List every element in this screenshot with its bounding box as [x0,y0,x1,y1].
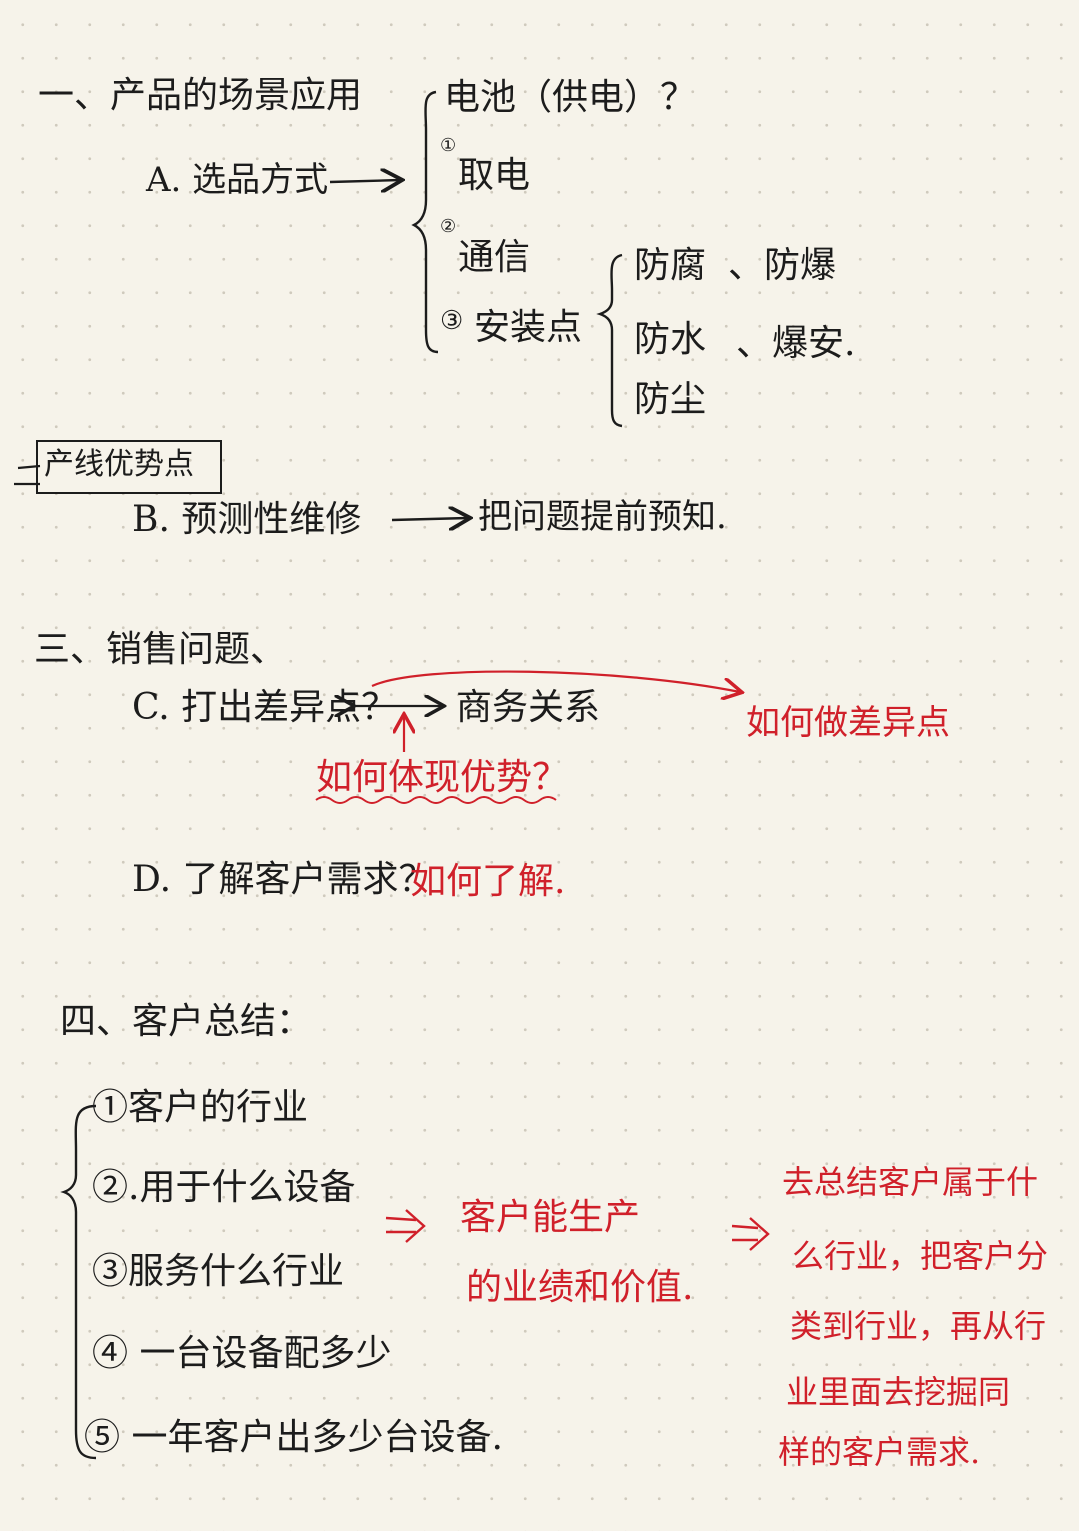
red-note-right-line4: 业里面去挖掘同 [786,1373,1011,1411]
red-double-arrow-2 [731,1217,770,1251]
summary-item-5: ⑤ 一年客户出多少台设备. [84,1417,503,1458]
sub-anticorrosion: 防腐 [634,245,707,286]
red-note-mid-line2: 的业绩和价值. [466,1267,694,1308]
num-marker-1: ① [440,135,457,156]
red-note-mid-line1: 客户能生产 [460,1197,641,1238]
brace-summary [60,1104,97,1460]
option-b-label: B. 预测性维修 [132,499,362,540]
summary-item-2: ②.用于什么设备 [92,1167,356,1208]
summary-item-4: ④ 一台设备配多少 [92,1333,392,1374]
section3-heading: 三、销售问题、 [34,629,287,670]
summary-item-1: ①客户的行业 [92,1087,309,1128]
sub-dustproof: 防尘 [634,379,707,420]
red-note-right-line3: 类到行业，再从行 [790,1307,1047,1345]
sub-safety: 、爆安. [736,323,856,364]
red-note-right-line1: 去总结客户属于什 [782,1163,1039,1201]
arrow-b [391,518,468,520]
red-note-differentiate: 如何做差异点 [746,703,950,743]
brace-options [411,90,439,354]
item-communication: 通信 [458,237,531,278]
option-c-label: C. 打出差异点？ [132,687,398,728]
section2-heading-box [36,440,222,494]
summary-item-3: ③服务什么行业 [92,1251,345,1292]
section1-heading: 一、产品的场景应用 [38,75,363,116]
red-double-arrow-1 [385,1209,426,1243]
red-note-how-understand: 如何了解. [410,861,566,902]
battery-item: 电池（供电）？ [444,77,697,118]
arrow-red-top [371,670,740,692]
item-install-point: 安装点 [474,307,583,348]
num-marker-2: ② [440,216,457,237]
item-power-draw: 取电 [458,155,531,196]
option-b-result: 把问题提前预知. [478,497,727,537]
wavy-underline [315,796,557,804]
arrow-a [329,180,400,182]
option-d-label: D. 了解客户需求？ [132,859,435,900]
red-note-right-line5: 样的客户需求. [778,1433,981,1471]
option-c-target: 商务关系 [456,687,601,728]
section2-heading: 产线优势点 [44,447,194,482]
sub-waterproof: 防水 [634,319,707,360]
section4-heading: 四、客户总结： [60,1001,313,1042]
option-a-label: A. 选品方式 [146,160,329,200]
brace-install [596,253,623,428]
red-note-show-advantage: 如何体现优势？ [316,757,569,798]
sub-explosionproof: 、防爆 [728,245,837,286]
num-marker-3: ③ [440,306,464,336]
red-note-right-line2: 么行业，把客户分 [792,1237,1049,1275]
